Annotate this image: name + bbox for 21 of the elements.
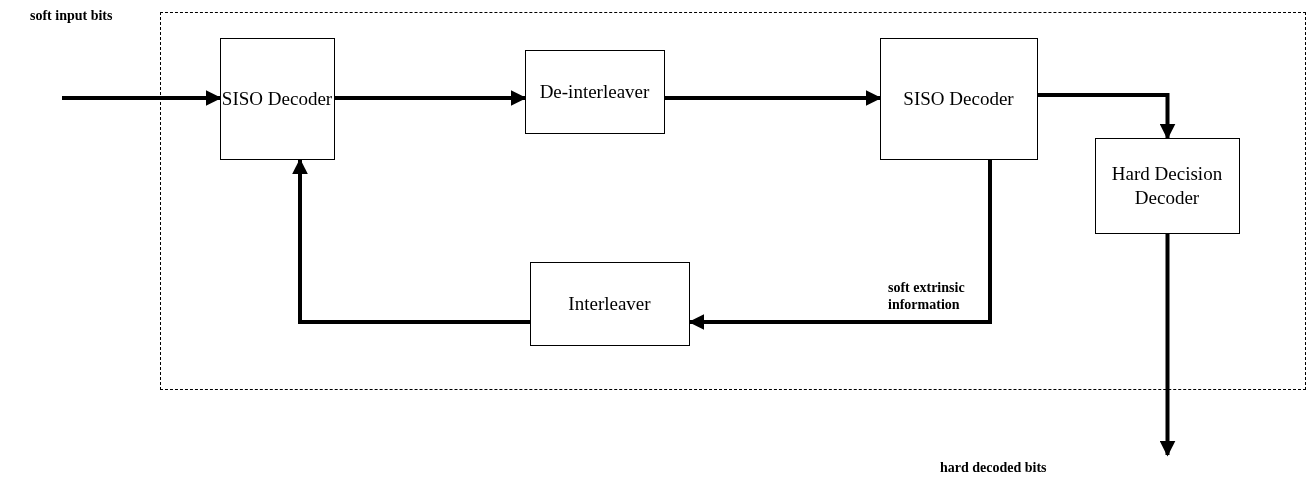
process-box	[529, 261, 690, 346]
flow-label: soft input bits	[30, 8, 113, 25]
arrow	[665, 90, 882, 106]
process-box	[219, 37, 335, 160]
box-label: SISO Decoder	[903, 86, 1014, 111]
process-box	[524, 49, 665, 134]
arrow	[1159, 234, 1176, 457]
edge-label: soft extrinsic information	[888, 280, 966, 314]
box-label: De-interleaver	[539, 79, 650, 104]
process-box	[879, 37, 1038, 160]
arrow	[62, 90, 222, 106]
box-label: Hard Decision Decoder	[1110, 161, 1224, 210]
arrow	[688, 160, 992, 330]
arrow	[335, 90, 527, 106]
process-box	[1094, 137, 1240, 234]
arrow	[1038, 93, 1176, 140]
dashed-boundary-box	[160, 12, 1306, 390]
flow-label: hard decoded bits	[940, 460, 1047, 477]
box-label: Interleaver	[568, 291, 651, 316]
box-label: SISO Decoder	[221, 86, 333, 111]
arrow	[292, 158, 530, 324]
